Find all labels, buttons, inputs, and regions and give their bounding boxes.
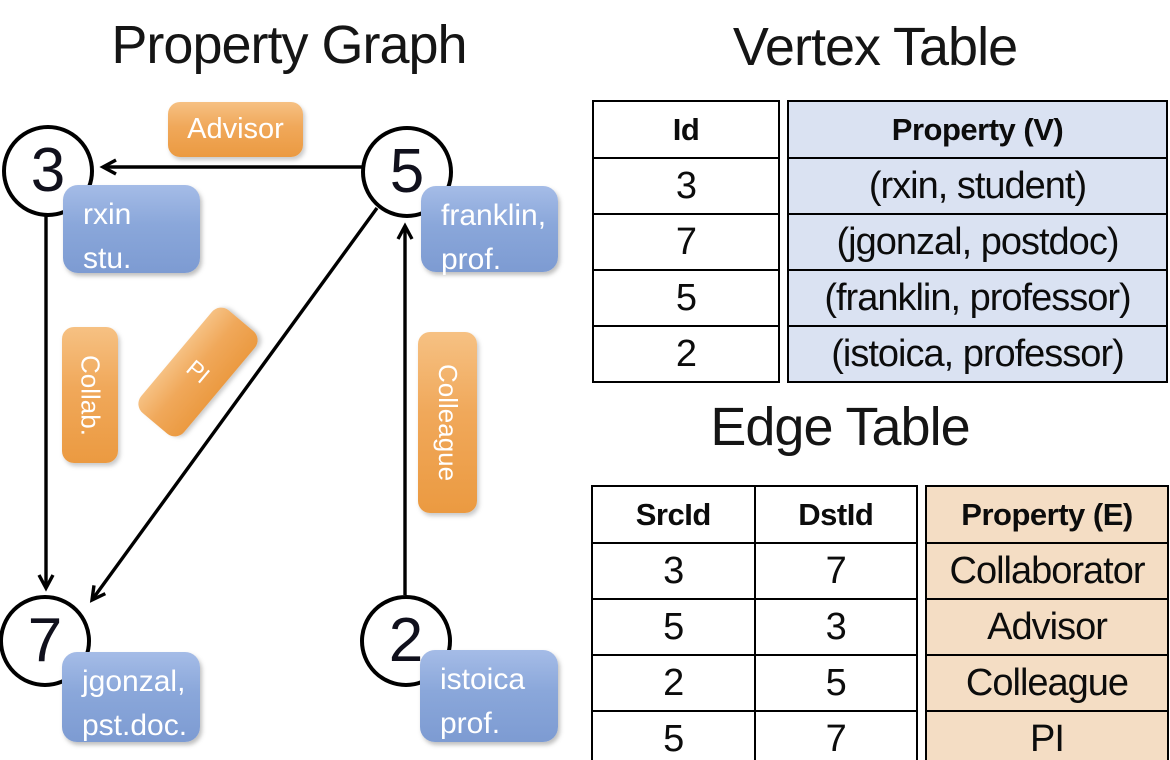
table-row: 2 xyxy=(592,325,780,383)
vertex-table: Id 3 7 5 2 Property (V) (rxin, student) … xyxy=(592,100,1168,383)
table-row: 7 xyxy=(592,213,780,271)
edge-srcid-cell: 5 xyxy=(591,710,756,760)
node-id-label: 7 xyxy=(27,606,63,675)
edge-srcid-cell: 2 xyxy=(591,654,756,712)
table-header-row: Property (V) xyxy=(787,100,1168,159)
table-row: 2 5 xyxy=(591,654,918,712)
vertex-id-cell: 7 xyxy=(592,213,780,271)
edge-property-cell: Collaborator xyxy=(925,542,1169,600)
edge-label-text: Collab. xyxy=(75,354,106,436)
edge-property-header: Property (E) xyxy=(925,485,1169,544)
property-line: stu. xyxy=(83,242,132,276)
edge-table-title: Edge Table xyxy=(710,397,970,457)
edge-label-collab: Collab. xyxy=(62,327,118,463)
edge-table-id-columns: SrcId DstId 3 7 5 3 2 5 5 7 xyxy=(591,485,918,760)
edge-dstid-cell: 3 xyxy=(753,598,918,656)
edge-property-cell: Colleague xyxy=(925,654,1169,712)
table-header-row: Id xyxy=(592,100,780,159)
property-line: jgonzal, xyxy=(82,665,186,698)
edge-srcid-header: SrcId xyxy=(591,485,756,544)
edge-table-property-column: Property (E) Collaborator Advisor Collea… xyxy=(925,485,1169,760)
vertex-id-cell: 2 xyxy=(592,325,780,383)
table-row: 5 3 xyxy=(591,598,918,656)
edge-label-colleague: Colleague xyxy=(418,332,477,513)
vertex-property-box-rxin: rxin stu. xyxy=(63,185,200,275)
edge-srcid-cell: 5 xyxy=(591,598,756,656)
property-graph-title: Property Graph xyxy=(111,15,467,75)
table-row: Collaborator xyxy=(925,542,1169,600)
vertex-id-cell: 3 xyxy=(592,157,780,215)
table-header-row: SrcId DstId xyxy=(591,485,918,544)
property-line: prof. xyxy=(441,243,502,277)
property-line: rxin xyxy=(83,198,132,231)
edge-dstid-cell: 7 xyxy=(753,542,918,600)
property-line: franklin, xyxy=(441,199,547,232)
table-row: 5 xyxy=(592,269,780,327)
edge-property-cell: Advisor xyxy=(925,598,1169,656)
table-row: 3 xyxy=(592,157,780,215)
vertex-property-box-istoica: istoica prof. xyxy=(420,650,558,742)
table-row: (franklin, professor) xyxy=(787,269,1168,327)
edge-line-pi-5-to-7 xyxy=(89,207,379,603)
node-id-label: 2 xyxy=(388,606,424,675)
edge-srcid-cell: 3 xyxy=(591,542,756,600)
table-row: Advisor xyxy=(925,598,1169,656)
table-row: 5 7 xyxy=(591,710,918,760)
table-row: PI xyxy=(925,710,1169,760)
edge-label-text: PI xyxy=(181,354,215,389)
vertex-table-title: Vertex Table xyxy=(732,17,1018,77)
table-row: (rxin, student) xyxy=(787,157,1168,215)
graph-edges-layer xyxy=(37,158,414,603)
vertex-property-cell: (istoica, professor) xyxy=(787,325,1168,383)
edge-property-cell: PI xyxy=(925,710,1169,760)
node-id-label: 5 xyxy=(389,137,425,206)
edge-label-text: Colleague xyxy=(433,363,463,482)
vertex-property-cell: (franklin, professor) xyxy=(787,269,1168,327)
edge-dstid-cell: 5 xyxy=(753,654,918,712)
edge-dstid-cell: 7 xyxy=(753,710,918,760)
table-row: (istoica, professor) xyxy=(787,325,1168,383)
vertex-property-box-jgonzal: jgonzal, pst.doc. xyxy=(62,652,200,742)
vertex-table-property-column: Property (V) (rxin, student) (jgonzal, p… xyxy=(787,100,1168,383)
edge-dstid-header: DstId xyxy=(753,485,918,544)
vertex-table-id-column: Id 3 7 5 2 xyxy=(592,100,780,383)
vertex-property-cell: (jgonzal, postdoc) xyxy=(787,213,1168,271)
graph-node-5: 5 xyxy=(361,126,453,218)
vertex-property-cell: (rxin, student) xyxy=(787,157,1168,215)
vertex-id-header: Id xyxy=(592,100,780,159)
property-line: prof. xyxy=(440,707,501,741)
edge-table: SrcId DstId 3 7 5 3 2 5 5 7 Property (E)… xyxy=(591,485,1169,760)
vertex-id-cell: 5 xyxy=(592,269,780,327)
property-line: pst.doc. xyxy=(82,709,188,743)
table-row: (jgonzal, postdoc) xyxy=(787,213,1168,271)
property-line: istoica xyxy=(440,663,526,696)
vertex-property-box-franklin: franklin, prof. xyxy=(421,186,558,276)
edge-label-advisor: Advisor xyxy=(168,102,303,157)
table-row: Colleague xyxy=(925,654,1169,712)
node-id-label: 3 xyxy=(30,136,66,205)
edge-label-text: Advisor xyxy=(187,113,284,145)
table-row: 3 7 xyxy=(591,542,918,600)
graph-node-2: 2 xyxy=(360,595,452,687)
vertex-property-header: Property (V) xyxy=(787,100,1168,159)
table-header-row: Property (E) xyxy=(925,485,1169,544)
